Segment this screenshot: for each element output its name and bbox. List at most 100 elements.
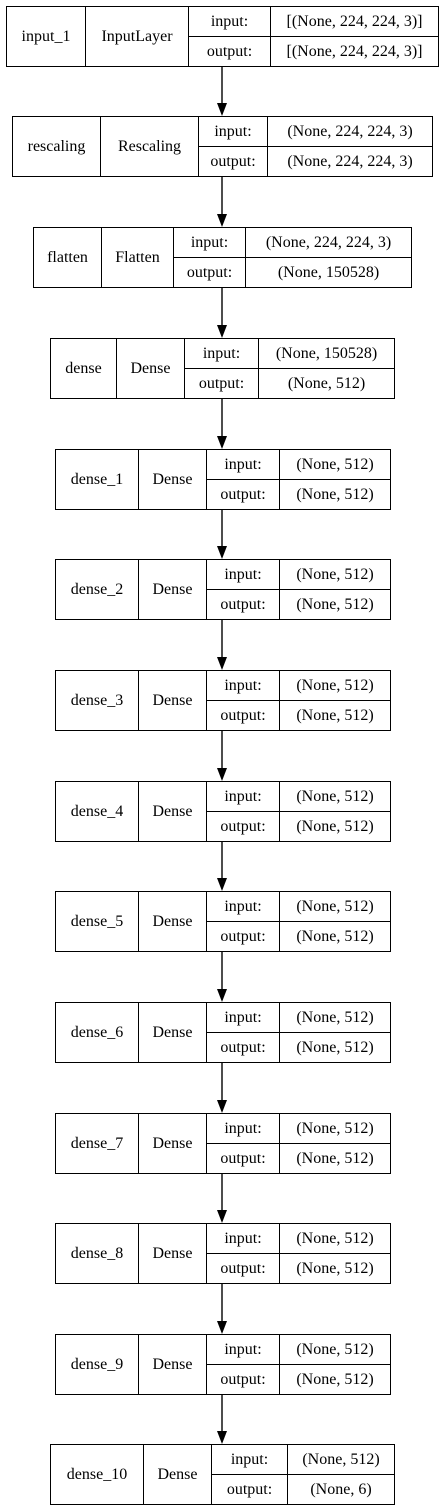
output-shape: (None, 150528) <box>246 257 411 287</box>
output-label: output: <box>207 921 279 951</box>
layer-name: dense_4 <box>70 802 124 820</box>
output-shape: (None, 512) <box>259 368 394 398</box>
layer-name: dense_8 <box>70 1244 124 1262</box>
input-label: input: <box>224 897 262 915</box>
layer-name: dense_3 <box>70 691 124 709</box>
input-shape: (None, 224, 224, 3) <box>287 122 413 140</box>
layer-name: dense_10 <box>66 1465 128 1483</box>
io-labels: input: output: <box>206 560 279 619</box>
output-label: output: <box>207 700 279 730</box>
output-shape: (None, 512) <box>280 1032 390 1062</box>
layer-type: Dense <box>143 1445 211 1504</box>
input-label: input: <box>224 1008 262 1026</box>
input-label: input: <box>224 455 262 473</box>
layer-name: rescaling <box>27 137 86 155</box>
output-shape: (None, 512) <box>280 921 390 951</box>
input-label: input: <box>190 233 229 251</box>
layer-name: dense_1 <box>70 470 124 488</box>
input-label: input: <box>210 12 249 30</box>
edge-arrowhead-12 <box>217 1431 227 1444</box>
io-labels: input: output: <box>206 1224 279 1283</box>
layer-type: Flatten <box>101 228 173 287</box>
layer-type: Dense <box>116 339 184 398</box>
edge-arrowhead-10 <box>217 1210 227 1223</box>
output-label: output: <box>207 1032 279 1062</box>
io-shapes: (None, 224, 224, 3) (None, 150528) <box>245 228 411 287</box>
layer-type: Rescaling <box>100 117 198 176</box>
input-label: input: <box>224 565 262 583</box>
io-labels: input: output: <box>206 1114 279 1173</box>
layer-type: InputLayer <box>85 7 188 66</box>
io-shapes: [(None, 224, 224, 3)][(None, 224, 224, 3… <box>270 7 438 66</box>
edge-arrowhead-4 <box>217 546 227 559</box>
io-labels: input: output: <box>206 1003 279 1062</box>
layer-type: Dense <box>138 782 206 841</box>
input-shape: (None, 512) <box>296 787 374 805</box>
io-labels: input: output: <box>188 7 270 66</box>
output-shape: (None, 224, 224, 3) <box>268 146 432 176</box>
io-shapes: (None, 150528)(None, 512) <box>258 339 394 398</box>
layer-type: Dense <box>138 1003 206 1062</box>
input-shape: (None, 512) <box>302 1450 380 1468</box>
output-label: output: <box>212 1474 287 1504</box>
io-labels: input: output: <box>206 671 279 730</box>
input-shape: (None, 512) <box>296 897 374 915</box>
io-labels: input:output: <box>198 117 267 176</box>
edge-arrowhead-9 <box>217 1100 227 1113</box>
layer-type: Dense <box>138 1224 206 1283</box>
io-shapes: (None, 224, 224, 3) (None, 224, 224, 3) <box>267 117 432 176</box>
layer-node-dense: dense Dense input: output:(None, 150528)(No… <box>50 338 395 399</box>
input-label: input: <box>224 1340 262 1358</box>
input-label: input: <box>224 787 262 805</box>
io-labels: input: output: <box>173 228 245 287</box>
input-shape: (None, 512) <box>296 1119 374 1137</box>
io-shapes: (None, 512)(None, 512) <box>279 560 390 619</box>
output-shape: (None, 512) <box>280 1143 390 1173</box>
input-label: input: <box>202 344 241 362</box>
edge-arrowhead-8 <box>217 989 227 1002</box>
io-shapes: (None, 512)(None, 6) <box>287 1445 394 1504</box>
output-shape: [(None, 224, 224, 3)] <box>271 36 438 66</box>
output-label: output: <box>185 368 258 398</box>
input-shape: (None, 512) <box>296 676 374 694</box>
io-labels: input: output: <box>206 1335 279 1394</box>
output-label: output: <box>189 36 270 66</box>
layer-node-dense_6: dense_6 Dense input: output:(None, 512)(Non… <box>55 1002 391 1063</box>
layer-type: Dense <box>138 1335 206 1394</box>
output-label: output: <box>207 479 279 509</box>
output-label: output: <box>207 1253 279 1283</box>
layer-name: dense_2 <box>70 580 124 598</box>
input-label: input: <box>224 1119 262 1137</box>
layer-type: Dense <box>138 892 206 951</box>
io-labels: input: output: <box>206 892 279 951</box>
input-label: input: <box>224 676 262 694</box>
io-shapes: (None, 512)(None, 512) <box>279 782 390 841</box>
layer-name: dense_6 <box>70 1023 124 1041</box>
output-label: output: <box>207 1143 279 1173</box>
input-shape: (None, 224, 224, 3) <box>265 233 392 251</box>
input-label: input: <box>230 1450 269 1468</box>
io-shapes: (None, 512)(None, 512) <box>279 1003 390 1062</box>
input-label: input: <box>224 1229 262 1247</box>
output-shape: (None, 512) <box>280 700 390 730</box>
layer-name: dense <box>65 359 102 377</box>
io-labels: input: output: <box>206 450 279 509</box>
layer-type: Dense <box>138 1114 206 1173</box>
edge-arrowhead-1 <box>217 214 227 227</box>
output-shape: (None, 512) <box>280 1253 390 1283</box>
io-shapes: (None, 512)(None, 512) <box>279 450 390 509</box>
output-label: output: <box>207 589 279 619</box>
output-label: output: <box>207 1364 279 1394</box>
layer-name: dense_5 <box>70 912 124 930</box>
output-label: output: <box>174 257 245 287</box>
edge-arrowhead-2 <box>217 325 227 338</box>
